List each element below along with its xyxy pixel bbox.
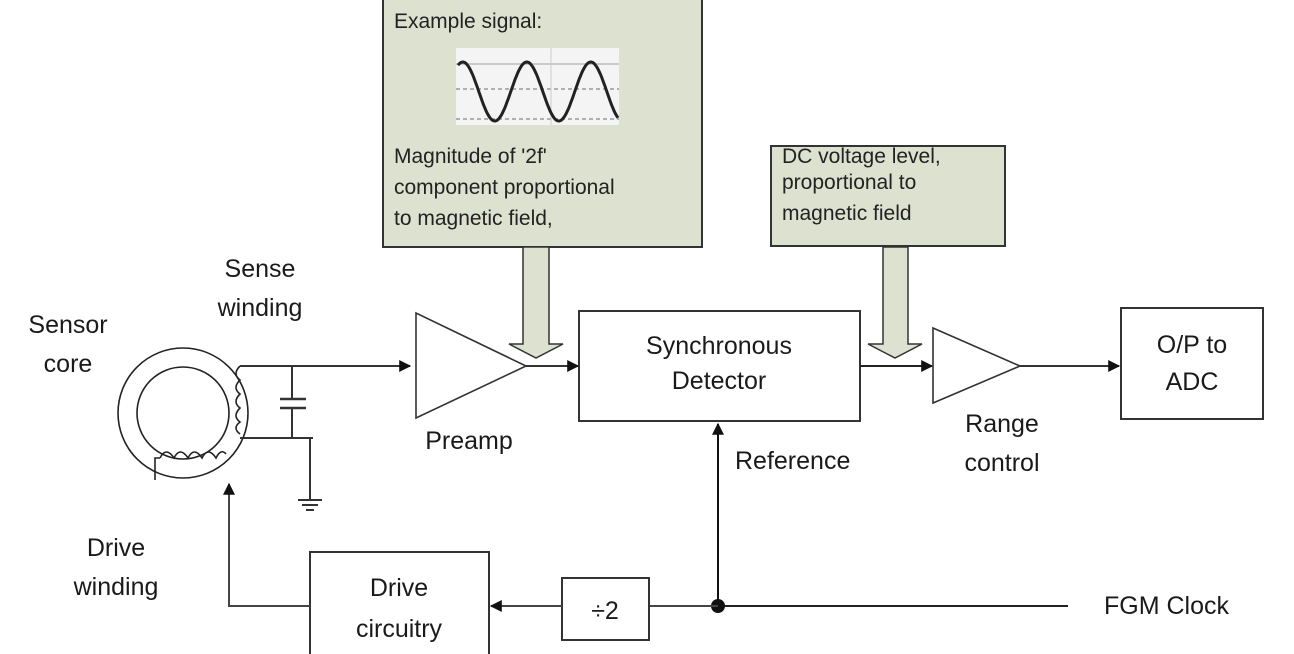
callout-arrow-detector-output: [867, 246, 923, 359]
dc-note-line-1: DC voltage level,: [782, 145, 941, 168]
signal-note: Example signal: Magnitude of '2f' compon…: [382, 0, 703, 248]
divider-label: ÷2: [591, 597, 619, 625]
synchronous-detector-block: [578, 310, 861, 422]
output-adc-label-2: ADC: [1166, 368, 1219, 396]
callout-arrow-preamp-output: [508, 246, 564, 359]
output-adc-block: [1120, 307, 1264, 420]
synchronous-detector-label-1: Synchronous: [646, 332, 792, 360]
drive-circuitry-block: [309, 551, 490, 654]
divider-block: [561, 577, 650, 641]
dc-note-box: [770, 145, 1006, 247]
sensor-core-label-1: Sensor: [28, 311, 107, 339]
drive-winding-label-1: Drive: [87, 534, 145, 562]
wire-drive-to-core: [223, 482, 310, 607]
sense-winding-label-2: winding: [217, 294, 303, 322]
sensor-core-label-2: core: [44, 350, 93, 378]
sense-winding-label-1: Sense: [225, 255, 296, 283]
drive-winding-coil-icon: [159, 450, 227, 460]
signal-note-line-1: Magnitude of '2f': [394, 145, 547, 168]
signal-plot-background: [456, 48, 619, 125]
sensor-core: [117, 347, 249, 480]
sense-circuit: [240, 360, 412, 511]
dc-note-line-3: magnetic field: [782, 202, 912, 225]
dc-note-line-2: proportional to: [782, 171, 916, 194]
drive-circuitry-label-1: Drive: [370, 574, 428, 602]
signal-note-heading: Example signal:: [394, 10, 542, 33]
drive-winding-lead: [154, 457, 160, 480]
range-control-label-2: control: [964, 449, 1039, 477]
output-adc-label-1: O/P to: [1157, 331, 1227, 359]
range-control-label-1: Range: [965, 410, 1039, 438]
preamp-label: Preamp: [425, 427, 513, 455]
sense-winding-coil-icon: [235, 365, 242, 435]
range-control-triangle: [932, 326, 1023, 405]
synchronous-detector-label-2: Detector: [672, 367, 766, 395]
preamp-triangle: [415, 311, 528, 420]
signal-note-line-2: component proportional: [394, 176, 615, 199]
dc-note: DC voltage level, proportional to magnet…: [770, 145, 1006, 247]
fgm-clock-label: FGM Clock: [1104, 592, 1230, 620]
sensor-core-outer-ring: [117, 347, 249, 479]
signal-note-line-3: to magnetic field,: [394, 207, 553, 230]
sensor-core-inner-ring: [136, 366, 230, 460]
drive-winding-label-2: winding: [73, 573, 159, 601]
example-signal-plot: [456, 48, 620, 125]
example-signal-waveform: [456, 60, 620, 123]
reference-label: Reference: [735, 447, 850, 475]
drive-circuitry-label-2: circuitry: [356, 615, 443, 643]
